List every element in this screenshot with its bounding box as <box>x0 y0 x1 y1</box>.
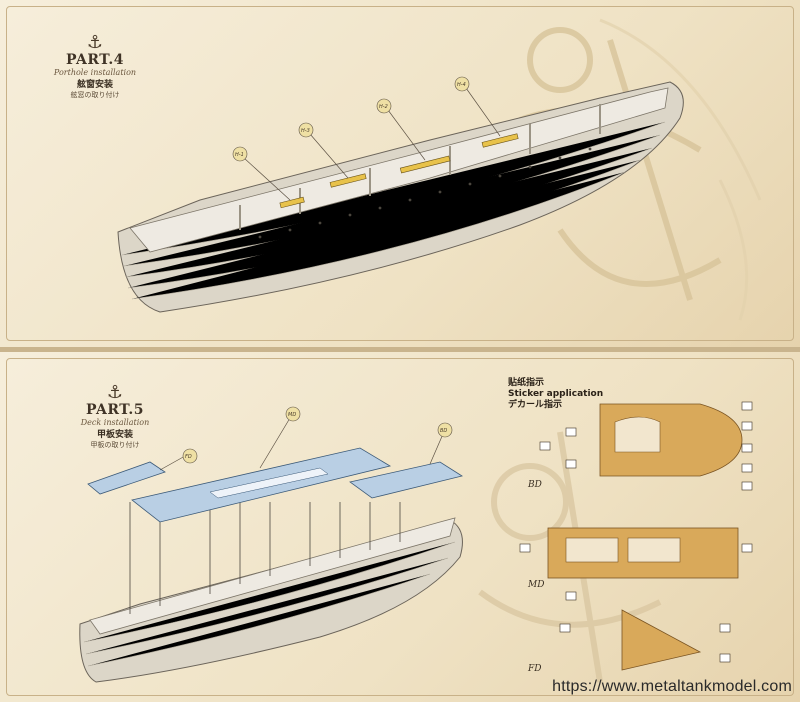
page-divider <box>0 347 800 352</box>
deck-label-bd: BD <box>528 480 542 490</box>
sticker-title: 贴纸指示 Sticker application デカール指示 <box>508 378 603 411</box>
sticker-title-en: Sticker application <box>508 389 604 399</box>
anchor-icon: ⚓ <box>86 32 104 53</box>
part4-subtitle-jp: 舷窓の取り付け <box>70 91 120 99</box>
website-url: https://www.metaltankmodel.com <box>552 678 792 695</box>
callout-h4: H-4 <box>457 82 466 88</box>
callout-h1: H-1 <box>235 152 244 158</box>
callout-h2: H-2 <box>379 104 388 110</box>
part5-subtitle-jp: 甲板の取り付け <box>90 441 140 449</box>
sticker-title-cn: 贴纸指示 <box>508 378 545 388</box>
part4-subtitle-en: Porthole installation <box>53 68 137 77</box>
part4-title: PART.4 <box>66 52 124 68</box>
part4-heading: ⚓ PART.4 Porthole installation 舷窗安装 舷窓の取… <box>40 34 150 100</box>
deck-label-fd: FD <box>528 664 542 674</box>
sticker-title-jp: デカール指示 <box>508 400 563 410</box>
part5-title: PART.5 <box>86 402 144 418</box>
callout-fd: FD <box>185 454 192 460</box>
deck-label-md: MD <box>528 580 545 590</box>
part4-panel: ⚓ PART.4 Porthole installation 舷窗安装 舷窓の取… <box>0 0 800 347</box>
panel-frame <box>6 6 794 341</box>
callout-h3: H-3 <box>301 128 310 134</box>
part5-heading: ⚓ PART.5 Deck installation 甲板安装 甲板の取り付け <box>60 384 170 450</box>
part4-subtitle-cn: 舷窗安装 <box>76 80 113 90</box>
hull-illustration-part4: H-1 H-3 H-2 H-4 <box>117 76 684 313</box>
anchor-icon: ⚓ <box>106 382 124 403</box>
part5-subtitle-cn: 甲板安装 <box>96 430 133 440</box>
panel-frame <box>6 358 794 696</box>
callout-bd: BD <box>440 428 447 434</box>
part5-panel: ⚓ PART.5 Deck installation 甲板安装 甲板の取り付け <box>0 352 800 702</box>
callout-md: MD <box>288 412 296 418</box>
part5-subtitle-en: Deck installation <box>80 418 150 427</box>
hull-illustration-part5: FD MD BD <box>79 401 753 683</box>
